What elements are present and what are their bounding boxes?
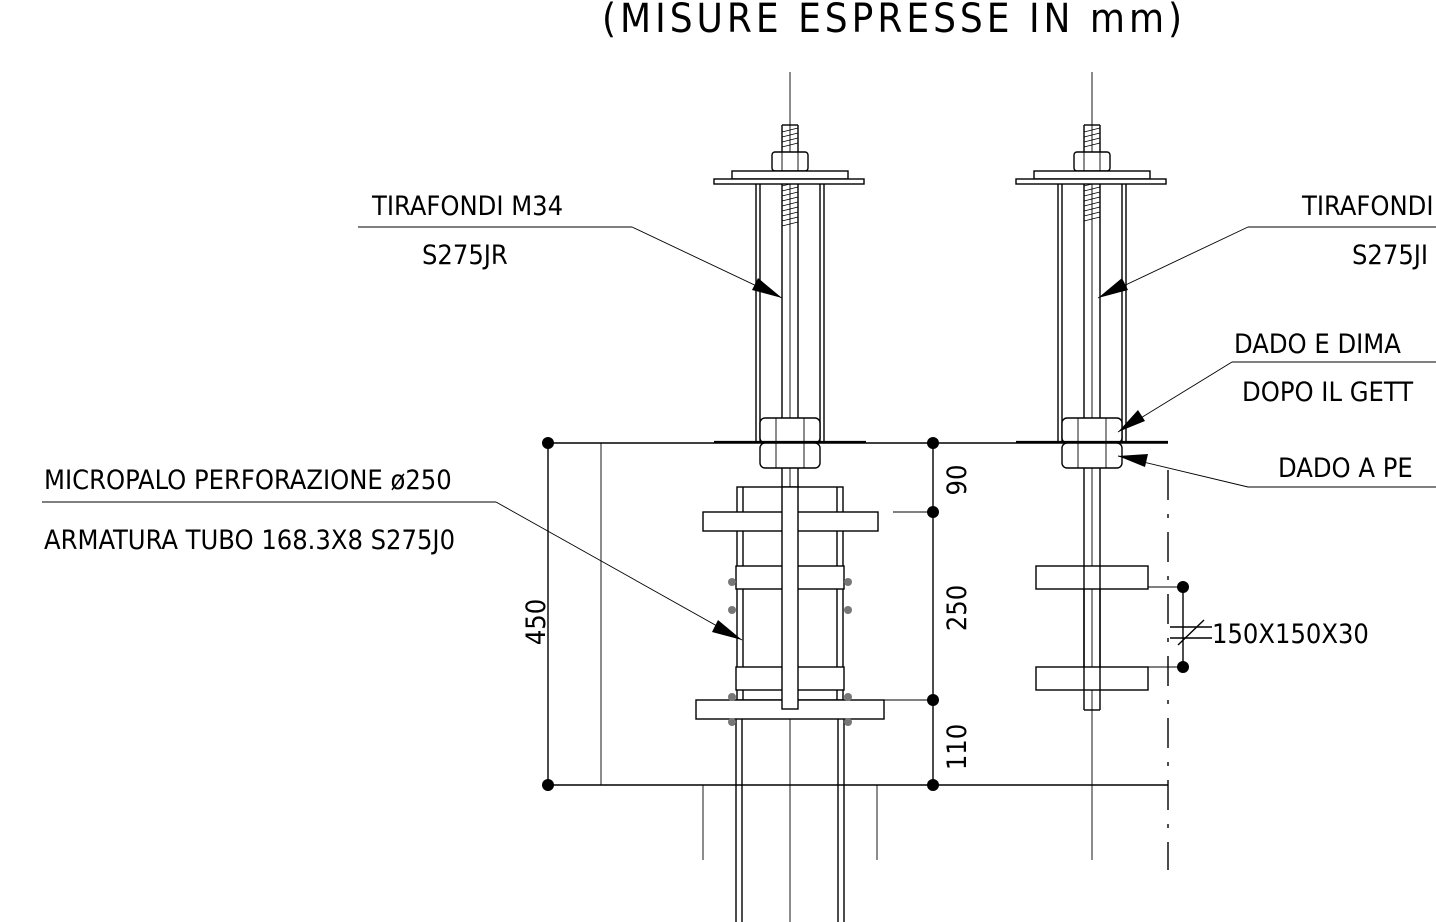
dimension-mid-value: 250: [942, 585, 973, 631]
left-anchor-assembly: [695, 72, 885, 922]
leader-dado-pe: [1117, 454, 1436, 488]
weld-marks: [728, 578, 852, 726]
drawing-title: (MISURE ESPRESSE IN mm): [602, 0, 1186, 42]
leader-dado-dima: [1117, 361, 1436, 433]
dimension-top-value: 90: [942, 465, 973, 496]
dimension-plate-spacing: 150X150X30: [1148, 581, 1369, 673]
dimension-total-value: 450: [521, 599, 552, 645]
leader-tirafondi-right: [1097, 226, 1436, 299]
leader-tirafondi-left: [358, 226, 783, 299]
tirafondi-left-label-2: S275JR: [422, 240, 508, 271]
micropalo-label-2: ARMATURA TUBO 168.3X8 S275J0: [44, 525, 455, 556]
thread-hatching-right: [1083, 127, 1101, 222]
dimension-bottom-value: 110: [942, 724, 973, 770]
micropalo-label-1: MICROPALO PERFORAZIONE ø250: [44, 465, 452, 496]
dado-pe-label: DADO A PE: [1278, 453, 1413, 484]
tirafondi-right-label-2: S275JI: [1352, 240, 1428, 271]
dado-dima-label-1: DADO E DIMA: [1234, 329, 1401, 360]
tirafondi-left-label-1: TIRAFONDI M34: [371, 191, 563, 222]
concrete-block: [548, 442, 1168, 860]
thread-hatching-left: [781, 127, 799, 227]
leader-micropalo: [42, 501, 743, 641]
plate-size-label: 150X150X30: [1212, 619, 1369, 650]
dado-dima-label-2: DOPO IL GETT: [1242, 377, 1413, 408]
right-anchor-assembly: [1015, 72, 1168, 860]
dimension-total-450: 450: [521, 437, 554, 791]
dimension-chain: 90 250 110: [884, 437, 973, 791]
tirafondi-right-label-1: TIRAFONDI: [1301, 191, 1434, 222]
